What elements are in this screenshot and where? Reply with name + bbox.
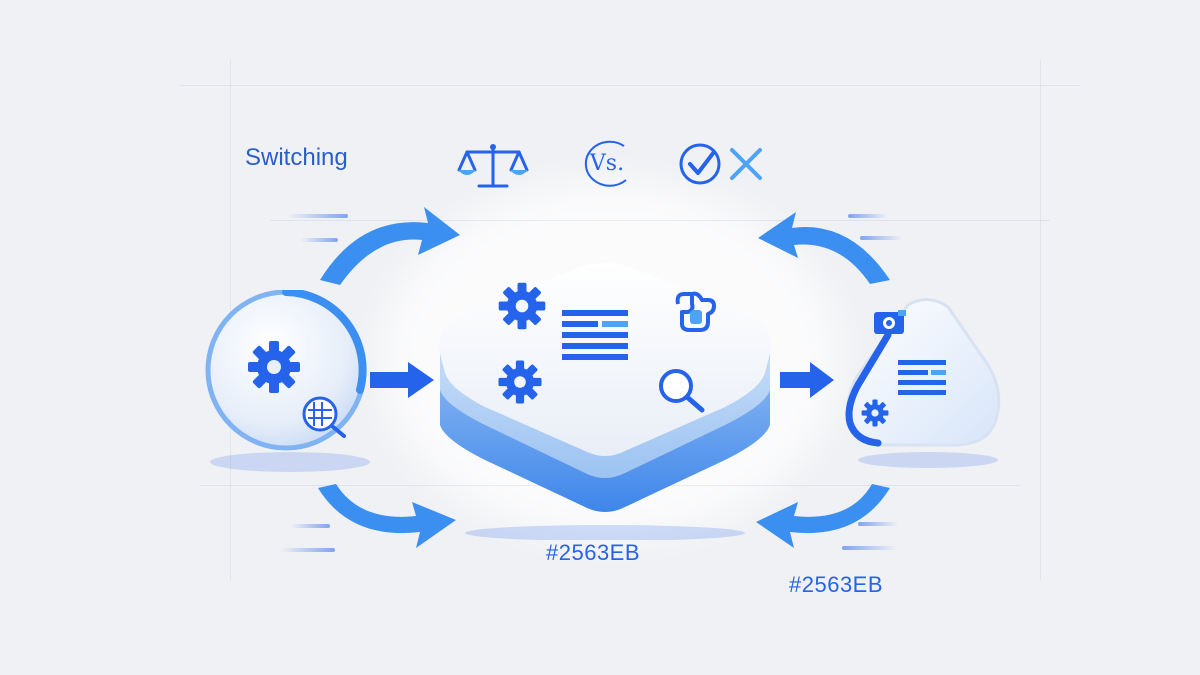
color-hex-label-right: #2563EB (789, 572, 884, 597)
background-line (270, 220, 1050, 221)
background-line (1040, 60, 1041, 580)
gear-icon (498, 360, 542, 404)
balance-scale-icon (457, 144, 529, 188)
center-platform (439, 263, 771, 540)
grid-search-icon (302, 396, 346, 438)
hands-icon (675, 291, 716, 332)
arrow-right-left (370, 362, 434, 398)
gear-icon (248, 341, 300, 393)
arrow-right-right (780, 362, 834, 398)
curved-arrow-bottom-left (318, 484, 456, 548)
curved-arrow-top-right (758, 212, 890, 284)
photo-icon (874, 310, 906, 334)
check-cross-icon (679, 143, 762, 185)
motion-line (288, 214, 348, 218)
gear-icon (498, 282, 546, 330)
document-lines-icon (898, 360, 946, 395)
motion-line (280, 548, 335, 552)
switching-label: Switching (245, 144, 348, 171)
motion-line (300, 238, 338, 242)
motion-line (290, 524, 330, 528)
background-line (180, 85, 1080, 86)
magnifier-icon (659, 369, 705, 413)
vs-label: Vs. (589, 150, 625, 176)
color-hex-label-center: #2563EB (546, 540, 641, 565)
curved-arrow-top-left (320, 207, 460, 285)
gear-icon (861, 399, 889, 427)
curved-arrow-bottom-right (756, 484, 890, 548)
vs-badge-icon (584, 140, 627, 187)
document-lines-icon (562, 310, 628, 360)
